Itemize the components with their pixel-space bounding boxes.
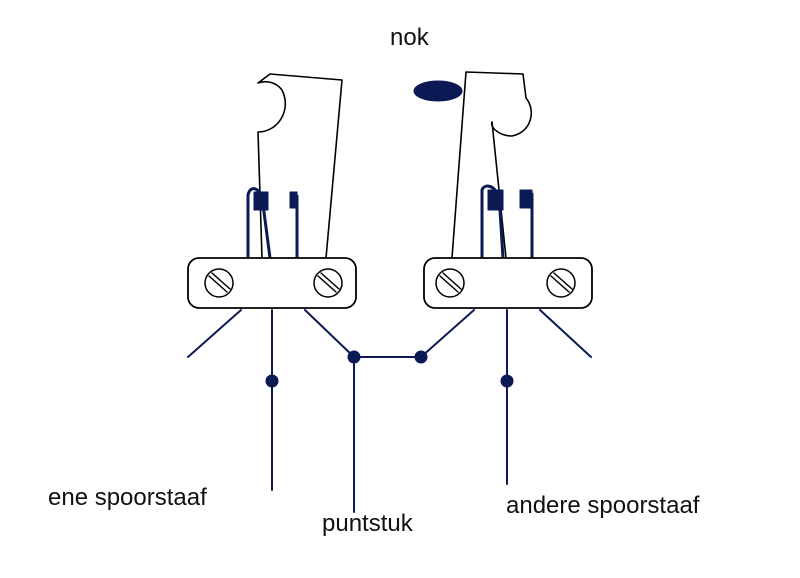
left-contact-lever (257, 73, 343, 259)
junction-dot-bridge (414, 350, 428, 364)
junction-dot-andere (500, 374, 514, 388)
junction-dot-puntstuk (347, 350, 361, 364)
left-terminal-block (187, 257, 357, 309)
right-screw-2 (546, 268, 576, 298)
right-screw-1 (435, 268, 465, 298)
right-terminal-block (423, 257, 593, 309)
right-contact-lever (451, 71, 533, 259)
right-leads (420, 309, 592, 485)
left-contact-points (253, 191, 298, 211)
junction-dot-ene (265, 374, 279, 388)
left-screw-2 (313, 268, 343, 298)
right-contact-assembly (420, 71, 593, 485)
left-screw-1 (204, 268, 234, 298)
label-ene-spoorstaaf: ene spoorstaaf (48, 484, 207, 511)
label-nok: nok (390, 24, 429, 51)
label-andere-spoorstaaf: andere spoorstaaf (506, 492, 700, 519)
left-leads (187, 309, 355, 513)
right-contact-points (487, 189, 533, 211)
left-contact-assembly (187, 73, 357, 513)
nok-cam (413, 80, 463, 102)
junction-dots (265, 350, 514, 388)
label-puntstuk: puntstuk (322, 510, 413, 537)
